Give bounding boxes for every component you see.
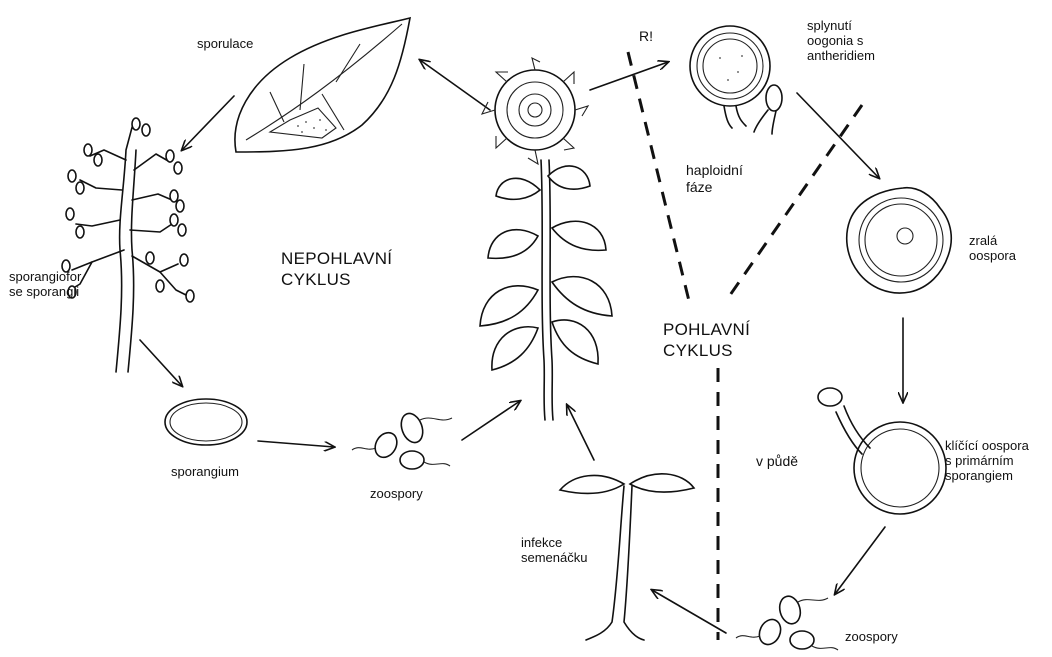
label-sporangiophore: sporangiofor se sporangii [9,269,81,299]
arrow-oogonium-to-oospore [797,93,879,178]
zoospores-right-drawing [736,594,838,650]
arrow-sunflower-to-oogonium [590,62,668,90]
label-sporangium: sporangium [171,464,239,479]
mature-oospore-drawing [847,188,952,293]
sporangiophore-drawing [62,118,194,372]
label-sexual-cycle: POHLAVNÍ CYKLUS [663,319,750,361]
label-sporulation: sporulace [197,36,253,51]
label-fusion: splynutí oogonia s antheridiem [807,18,875,63]
arrow-zoospores-to-sunflower [462,401,520,440]
zoospores-left-drawing [352,410,452,469]
label-zoospores-left: zoospory [370,486,423,501]
label-seedling-infection: infekce semenáčku [521,535,587,565]
label-germinating-oospore: klíčící oospora s primárním sporangiem [945,438,1029,483]
arrow-sunflower-to-leaf [420,60,490,110]
arrow-sporangium-to-zoospores [258,441,334,447]
label-asexual-cycle: NEPOHLAVNÍ CYKLUS [281,248,392,290]
label-r-mark: R! [639,28,653,45]
oogonium-drawing [690,26,782,134]
arrow-seedling-to-sunflower [567,405,594,460]
arrow-zoospores-to-seedling [652,590,726,633]
label-mature-oospore: zralá oospora [969,233,1016,263]
arrow-leaf-to-sporangiophore [182,96,234,150]
label-haploid-phase: haploidní fáze [686,162,743,196]
germinating-oospore-drawing [818,388,946,514]
label-in-soil: v půdě [756,453,798,470]
arrow-sporangiophore-to-sporangium [140,340,182,386]
label-zoospores-right: zoospory [845,629,898,644]
infected-leaf-drawing [235,18,410,152]
arrow-germinating-to-zoospores [835,527,885,594]
sunflower-drawing [480,58,612,420]
sporangium-drawing [165,399,247,445]
